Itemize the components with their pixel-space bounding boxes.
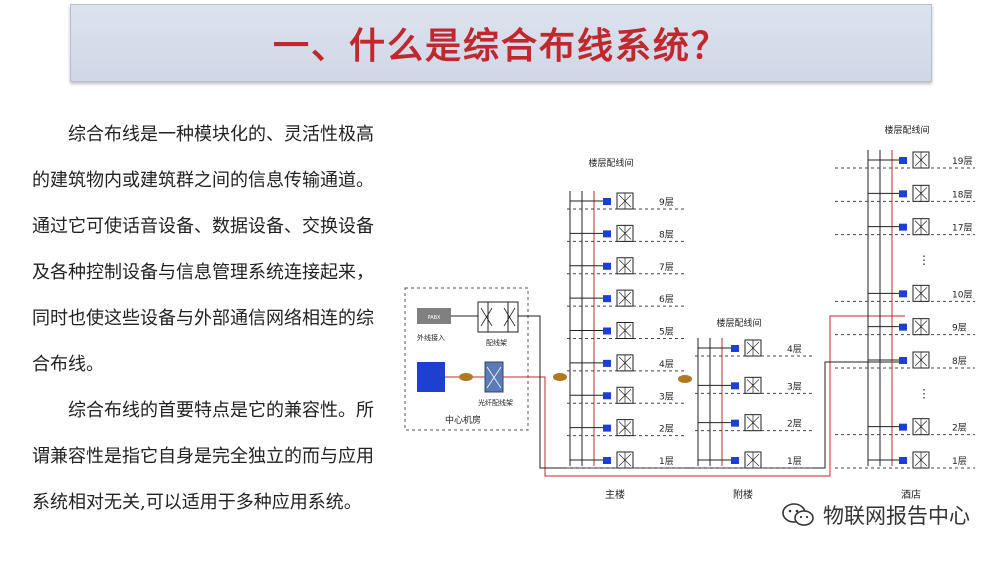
floor-switch <box>603 198 611 205</box>
floor-switch <box>899 357 907 364</box>
floor-label: 19层 <box>952 156 972 167</box>
floor-label: 9层 <box>952 323 967 334</box>
fiber-frame-label: 光纤配线架 <box>478 398 513 407</box>
floor-label: 1层 <box>659 456 674 467</box>
floor-patch-cross <box>618 290 632 307</box>
floor-label: 4层 <box>659 359 674 370</box>
floor-patch-cross <box>746 340 760 356</box>
floor-switch <box>603 295 611 303</box>
floor-switch <box>603 392 611 400</box>
floor-ellipsis: ⋮ <box>918 253 930 267</box>
floor-patch-cross <box>914 318 928 335</box>
paragraph-1: 综合布线是一种模块化的、灵活性极高的建筑物内或建筑群之间的信息传输通道。通过它可… <box>32 124 374 375</box>
floor-label: 2层 <box>659 424 674 435</box>
floor-patch-cross <box>618 193 632 209</box>
floor-label: 8层 <box>952 356 967 367</box>
floor-switch <box>603 457 611 464</box>
floor-patch-cross <box>618 354 632 371</box>
floor-patch-cross <box>746 452 760 468</box>
floor-switch <box>731 419 739 427</box>
floor-switch <box>899 423 907 431</box>
floor-patch-cross <box>914 352 928 368</box>
floor-patch-cross <box>914 185 928 202</box>
watermark: 物联网报告中心 <box>781 500 970 530</box>
floor-label: 2层 <box>787 419 802 430</box>
copper-trunk <box>518 315 905 469</box>
floor-patch-cross <box>914 152 928 168</box>
floor-label: 6层 <box>659 294 674 305</box>
floor-label: 3层 <box>787 381 802 392</box>
fiber-trunk <box>503 315 905 477</box>
floor-switch <box>603 262 611 270</box>
floor-label: 5层 <box>659 327 674 338</box>
floor-patch-cross <box>914 418 928 435</box>
watermark-text: 物联网报告中心 <box>823 504 970 528</box>
building-name: 主楼 <box>605 488 625 501</box>
floor-switch <box>731 345 739 352</box>
floor-switch <box>603 230 611 238</box>
floor-patch-cross <box>746 377 760 394</box>
wechat-icon <box>782 503 814 526</box>
floor-patch-cross <box>746 414 760 431</box>
floor-label: 10层 <box>952 289 972 300</box>
fiber-coil-main <box>553 373 567 381</box>
center-room-box <box>404 287 529 431</box>
floor-switch <box>899 223 907 231</box>
outside-line-label: 外线接入 <box>417 333 445 342</box>
closet-label: 楼层配线间 <box>588 157 633 169</box>
title-bar: 一、什么是综合布线系统？ <box>70 4 932 82</box>
floor-label: 18层 <box>952 189 972 200</box>
patch-frame <box>477 301 519 333</box>
fiber-coil-annex <box>678 375 692 383</box>
floor-switch <box>899 157 907 164</box>
building-name: 附楼 <box>733 488 753 501</box>
floor-patch-cross <box>618 257 632 274</box>
floor-switch <box>603 424 611 432</box>
pabx-label: PABX <box>428 315 442 321</box>
paragraph-2: 综合布线的首要特点是它的兼容性。所谓兼容性是指它自身是完全独立的而与应用系统相对… <box>32 400 374 513</box>
floor-patch-cross <box>914 452 928 468</box>
server-device <box>417 362 445 392</box>
floor-label: 17层 <box>952 223 972 234</box>
floor-label: 1层 <box>787 456 802 467</box>
floor-patch-cross <box>914 218 928 235</box>
floor-patch-cross <box>618 452 632 468</box>
floor-patch-cross <box>618 419 632 436</box>
floor-label: 4层 <box>787 344 802 355</box>
floor-patch-cross <box>618 387 632 404</box>
floor-switch <box>603 327 611 335</box>
floor-ellipsis: ⋮ <box>918 386 930 400</box>
floor-label: 3层 <box>659 391 674 402</box>
floor-switch <box>899 323 907 331</box>
floor-label: 1层 <box>952 456 967 467</box>
floor-switch <box>899 457 907 464</box>
closet-label: 楼层配线间 <box>884 124 929 136</box>
floor-switch <box>603 359 611 367</box>
pabx-device <box>417 308 451 324</box>
floor-label: 7层 <box>659 262 674 273</box>
floor-label: 8层 <box>659 229 674 240</box>
floor-patch-cross <box>618 225 632 242</box>
fiber-frame <box>484 361 504 393</box>
building-name: 酒店 <box>901 488 921 501</box>
patch-frame-label: 配线架 <box>486 338 507 347</box>
floor-switch <box>899 190 907 198</box>
fiber-coil-center <box>459 373 473 381</box>
center-room-label: 中心机房 <box>445 414 481 426</box>
floor-switch <box>731 457 739 464</box>
floor-label: 2层 <box>952 423 967 434</box>
body-text: 综合布线是一种模块化的、灵活性极高的建筑物内或建筑群之间的信息传输通道。通过它可… <box>32 112 384 526</box>
floor-patch-cross <box>618 322 632 339</box>
floor-switch <box>731 382 739 390</box>
floor-label: 9层 <box>659 197 674 208</box>
page-title: 一、什么是综合布线系统？ <box>272 26 729 67</box>
floor-switch <box>899 290 907 298</box>
closet-label: 楼层配线间 <box>716 317 761 329</box>
floor-patch-cross <box>914 285 928 302</box>
